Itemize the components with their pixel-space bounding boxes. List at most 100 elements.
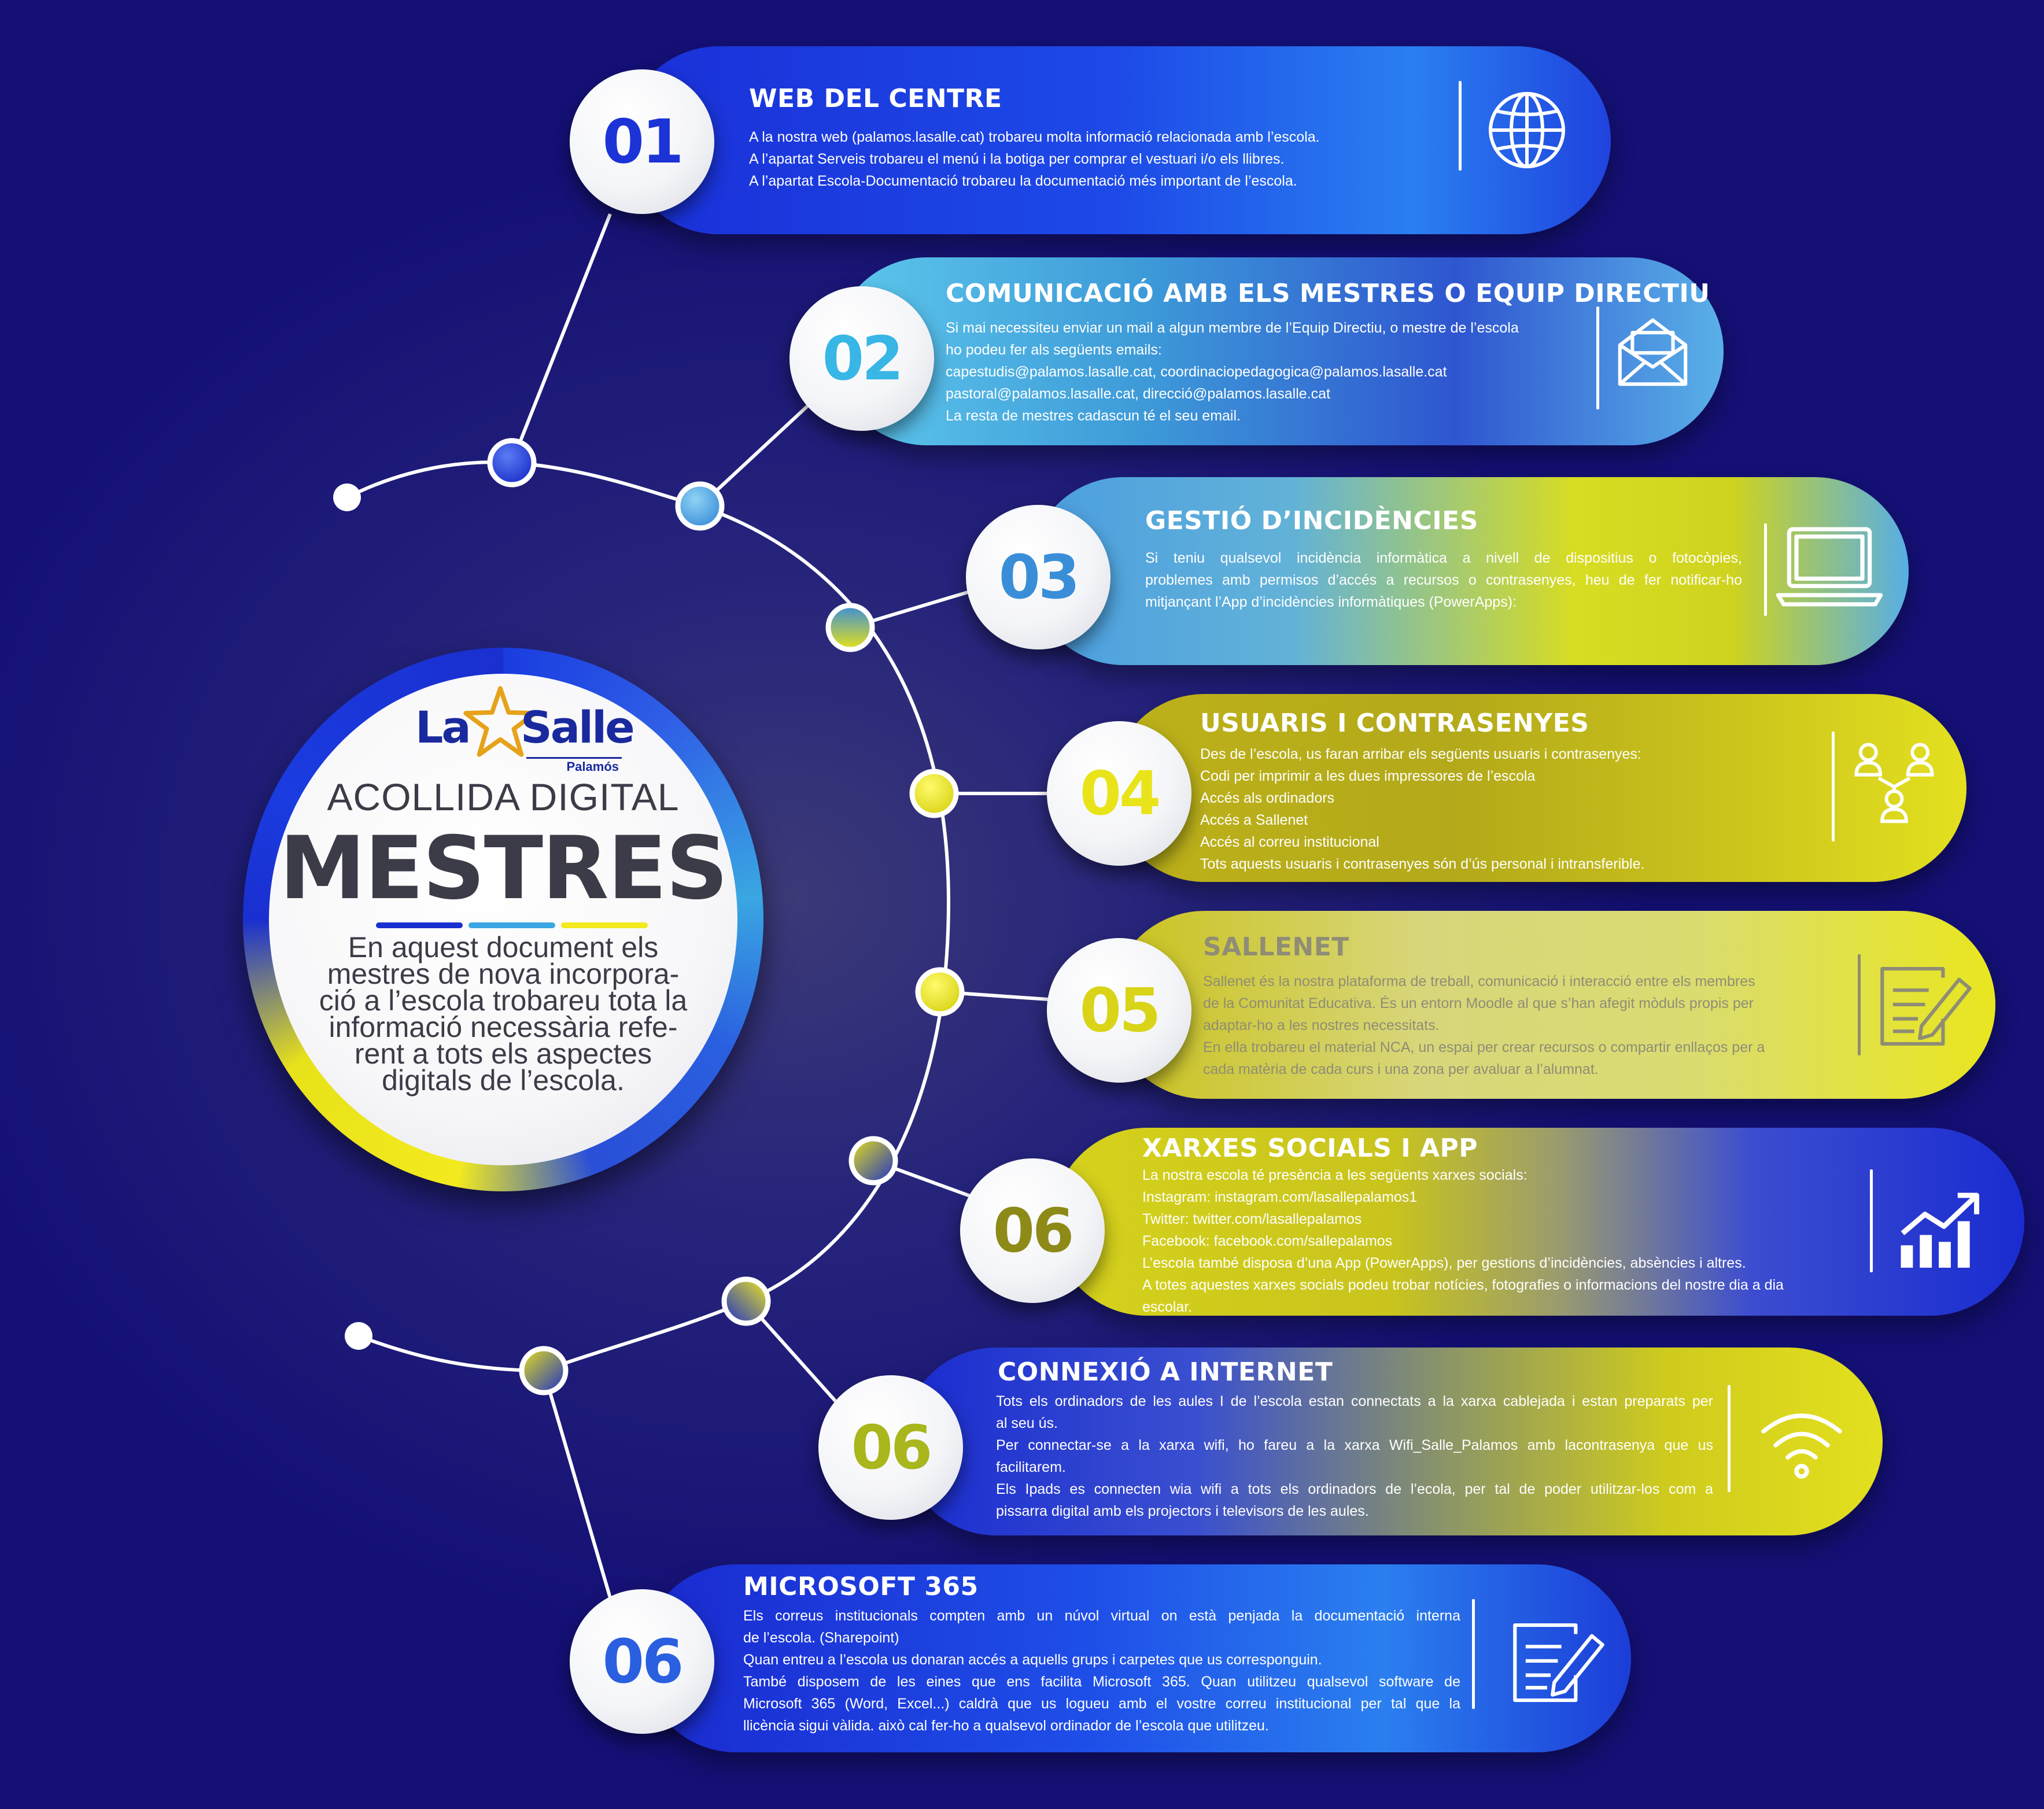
section-05-line: adaptar-ho a les nostres necessitats. (1203, 1017, 1440, 1033)
section-05-panel (1110, 911, 1995, 1099)
section-02-number: 02 (789, 286, 934, 431)
section-02-title: COMUNICACIÓ AMB ELS MESTRES O EQUIP DIRE… (946, 279, 1710, 308)
section-06a-line: escolar. (1142, 1299, 1193, 1315)
section-01-title: WEB DEL CENTRE (749, 84, 1002, 113)
laptop-icon (1776, 527, 1883, 607)
section-05-line: cada matèria de cada curs i una zona per… (1203, 1061, 1599, 1077)
section-04-body: Des de l’escola, us faran arribar els se… (1200, 743, 1836, 875)
section-06c-number: 06 (570, 1589, 714, 1734)
section-06b-panel (902, 1347, 1883, 1535)
section-03-divider (1764, 523, 1767, 616)
section-06a-number: 06 (960, 1158, 1105, 1303)
section-06c-line: Els correus institucionals compten amb u… (743, 1608, 1460, 1624)
logo-underline (526, 757, 622, 759)
section-04-line: Des de l’escola, us faran arribar els se… (1200, 746, 1641, 762)
logo-location: Palamós (566, 759, 619, 774)
globe-icon (1489, 92, 1565, 168)
timeline-dot (825, 603, 875, 652)
section-01-line: A la nostra web (palamos.lasalle.cat) tr… (749, 129, 1320, 145)
section-05-line: de la Comunitat Educativa. És un entorn … (1203, 995, 1754, 1011)
section-06b-divider (1728, 1385, 1731, 1492)
section-03-body: Si teniu qualsevol incidència informàtic… (1145, 547, 1742, 613)
section-06c-divider (1472, 1599, 1475, 1709)
hub-accent-bar (376, 922, 648, 928)
timeline-dot (721, 1276, 771, 1326)
section-03-line: mitjançant l’App d’incidències informàti… (1145, 594, 1517, 610)
wifi-icon (1761, 1413, 1842, 1479)
section-02-line: capestudis@palamos.lasalle.cat, coordina… (946, 364, 1447, 380)
section-06c-line: Microsoft 365 (Word, Excel...) caldrà qu… (743, 1696, 1460, 1712)
section-04-line: Tots aquests usuaris i contrasenyes són … (1200, 856, 1645, 872)
hub-description-line: informació necessària refe- (329, 1011, 678, 1043)
section-05-title: SALLENET (1203, 932, 1349, 962)
envelope-icon (1618, 318, 1688, 386)
section-04-panel (1110, 694, 1966, 882)
section-05-divider (1858, 954, 1861, 1055)
section-04-title: USUARIS I CONTRASENYES (1200, 708, 1589, 738)
section-03-line: problemes amb permisos d’accés a recurso… (1145, 572, 1742, 588)
section-06c-panel (642, 1564, 1631, 1752)
section-01-body: A la nostra web (palamos.lasalle.cat) tr… (749, 126, 1437, 192)
section-03-title: GESTIÓ D’INCIDÈNCIES (1145, 506, 1478, 536)
document-edit-icon (1880, 967, 1972, 1046)
section-06b-number: 06 (818, 1375, 963, 1520)
section-01-panel (625, 46, 1611, 234)
users-network-icon (1854, 743, 1934, 824)
section-02-divider (1596, 307, 1599, 409)
hub-description-line: rent a tots els aspectes (354, 1038, 652, 1070)
section-02-line: ho podeu fer als següents emails: (946, 342, 1162, 358)
section-06c-line: de l’escola. (Sharepoint) (743, 1630, 899, 1646)
section-06a-line: A totes aquestes xarxes socials podeu tr… (1142, 1277, 1784, 1293)
accent-segment (468, 922, 555, 928)
section-06a-line: La nostra escola té presència a les segü… (1142, 1167, 1528, 1183)
section-04-line: Accés al correu institucional (1200, 834, 1379, 850)
section-06a-line: Facebook: facebook.com/sallepalamos (1142, 1233, 1393, 1249)
section-04-line: Accés a Sallenet (1200, 812, 1308, 828)
section-06a-divider (1870, 1169, 1873, 1272)
section-03-line: Si teniu qualsevol incidència informàtic… (1145, 550, 1742, 566)
section-02-line: La resta de mestres cadascun té el seu e… (946, 408, 1241, 424)
section-06c-title: MICROSOFT 365 (743, 1572, 979, 1601)
star-icon (463, 686, 537, 757)
timeline-dot (915, 967, 965, 1017)
hub-circle (269, 674, 737, 1165)
hub-title: MESTRES (279, 818, 728, 919)
hub-description-line: ció a l’escola trobareu tota la (319, 984, 688, 1017)
section-06a-line: Twitter: twitter.com/lasallepalamos (1142, 1211, 1362, 1227)
hub-description: En aquest document els mestres de nova i… (301, 933, 706, 1097)
section-05-body: Sallenet és la nostra plataforma de treb… (1203, 970, 1857, 1080)
section-01-line: A l’apartat Escola-Documentació trobareu… (749, 173, 1297, 189)
section-06c-body: Els correus institucionals compten amb u… (743, 1605, 1460, 1737)
hub-description-line: digitals de l’escola. (382, 1064, 625, 1097)
accent-segment (376, 922, 463, 928)
section-03-number: 03 (966, 505, 1110, 649)
section-05-line: En ella trobareu el material NCA, un esp… (1203, 1039, 1765, 1055)
section-05-line: Sallenet és la nostra plataforma de treb… (1203, 973, 1755, 990)
section-06a-panel (1053, 1128, 2024, 1316)
accent-segment (561, 922, 648, 928)
section-06b-line: al seu ús. (996, 1415, 1058, 1431)
section-01-line: A l’apartat Serveis trobareu el menú i l… (749, 151, 1285, 167)
section-01-divider (1459, 81, 1462, 171)
section-06a-body: La nostra escola té presència a les segü… (1142, 1164, 1871, 1318)
logo-text-salle: Salle (521, 702, 635, 753)
section-02-line: Si mai necessiteu enviar un mail a algun… (946, 320, 1519, 336)
section-06a-line: Instagram: instagram.com/lasallepalamos1 (1142, 1189, 1418, 1205)
section-06c-line: També disposem de les eines que ens faci… (743, 1674, 1460, 1690)
hub-kicker: ACOLLIDA DIGITAL (327, 776, 680, 818)
section-06c-line: llicència sigui vàlida. això cal fer-ho … (743, 1718, 1269, 1734)
section-04-number: 04 (1047, 721, 1191, 866)
section-06b-line: pissarra digital amb els projectors i te… (996, 1503, 1369, 1519)
timeline-dot (675, 481, 725, 531)
section-06b-line: Tots els ordinadors de les aules I de l’… (996, 1393, 1713, 1409)
document-sign-icon (1513, 1623, 1604, 1702)
section-06b-line: facilitarem. (996, 1459, 1066, 1475)
lasalle-logo: La Salle Palamós (405, 685, 635, 778)
section-04-line: Accés als ordinadors (1200, 790, 1335, 806)
section-06a-line: L’escola també disposa d’una App (PowerA… (1142, 1255, 1746, 1271)
timeline-dot (519, 1346, 569, 1395)
section-06c-line: Quan entreu a l’escola us donaran accés … (743, 1652, 1322, 1668)
section-06b-body: Tots els ordinadors de les aules I de l’… (996, 1390, 1713, 1522)
section-03-panel (1030, 477, 1909, 665)
section-06b-line: Per connectar-se a la xarxa wifi, ho far… (996, 1437, 1713, 1453)
